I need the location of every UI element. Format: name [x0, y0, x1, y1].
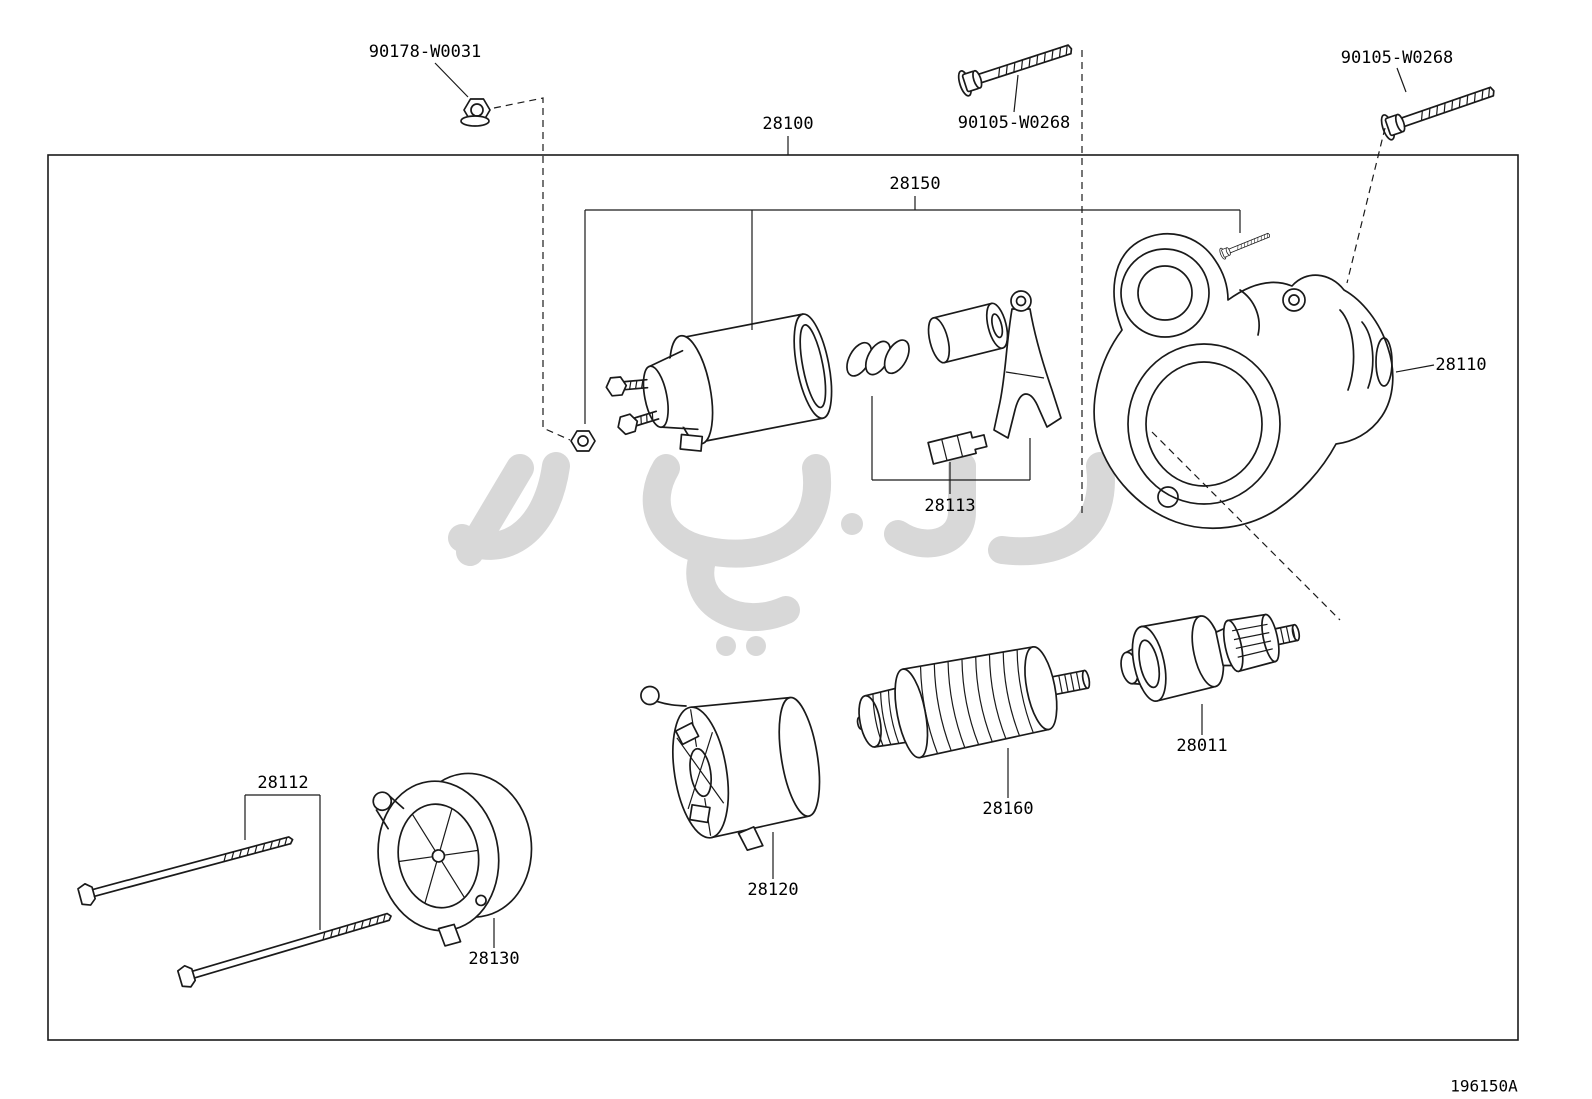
- assembly-dashed-lines: [493, 50, 1386, 621]
- diagram-border: [47, 154, 1519, 1041]
- brush-holder-drawing: [640, 685, 821, 852]
- part-label-90178-w0031[interactable]: 90178-W0031: [368, 42, 482, 62]
- armature-drawing: [856, 646, 1091, 759]
- part-label-28100[interactable]: 28100: [762, 114, 814, 134]
- bolt-90105-center-drawing: [955, 35, 1077, 99]
- magnet-switch-drawing: [605, 313, 833, 452]
- drawing-number: 196150A: [1450, 1076, 1518, 1096]
- part-label-28112[interactable]: 28112: [257, 773, 309, 793]
- part-label-90105-w0268-a[interactable]: 90105-W0268: [957, 113, 1071, 133]
- clutch-pinion-drawing: [1120, 613, 1301, 702]
- terminal-nut-drawing: [570, 430, 596, 452]
- part-label-28150[interactable]: 28150: [889, 174, 941, 194]
- part-label-28110[interactable]: 28110: [1435, 355, 1487, 375]
- flange-nut-90178-drawing: [460, 98, 491, 127]
- part-label-28130[interactable]: 28130: [468, 949, 520, 969]
- bolt-90105-right-drawing: [1378, 77, 1499, 143]
- bolt-small-housing-drawing: [1218, 228, 1273, 261]
- end-cover-drawing: [372, 772, 533, 947]
- part-label-28011[interactable]: 28011: [1176, 736, 1228, 756]
- part-label-90105-w0268-b[interactable]: 90105-W0268: [1340, 48, 1454, 68]
- part-label-28120[interactable]: 28120: [747, 880, 799, 900]
- through-bolt-1-drawing: [76, 828, 297, 908]
- script-logo-watermark-icon: [448, 452, 1115, 656]
- leader-lines: [244, 62, 1435, 948]
- plunger-spring-drawing: [846, 339, 910, 377]
- part-label-28160[interactable]: 28160: [982, 799, 1034, 819]
- drive-housing-drawing: [1093, 233, 1394, 530]
- plunger-drawing: [927, 431, 988, 465]
- drive-lever-drawing: [993, 290, 1062, 439]
- part-label-28113[interactable]: 28113: [924, 496, 976, 516]
- plunger-boot-drawing: [927, 302, 1009, 364]
- through-bolt-2-drawing: [176, 904, 395, 990]
